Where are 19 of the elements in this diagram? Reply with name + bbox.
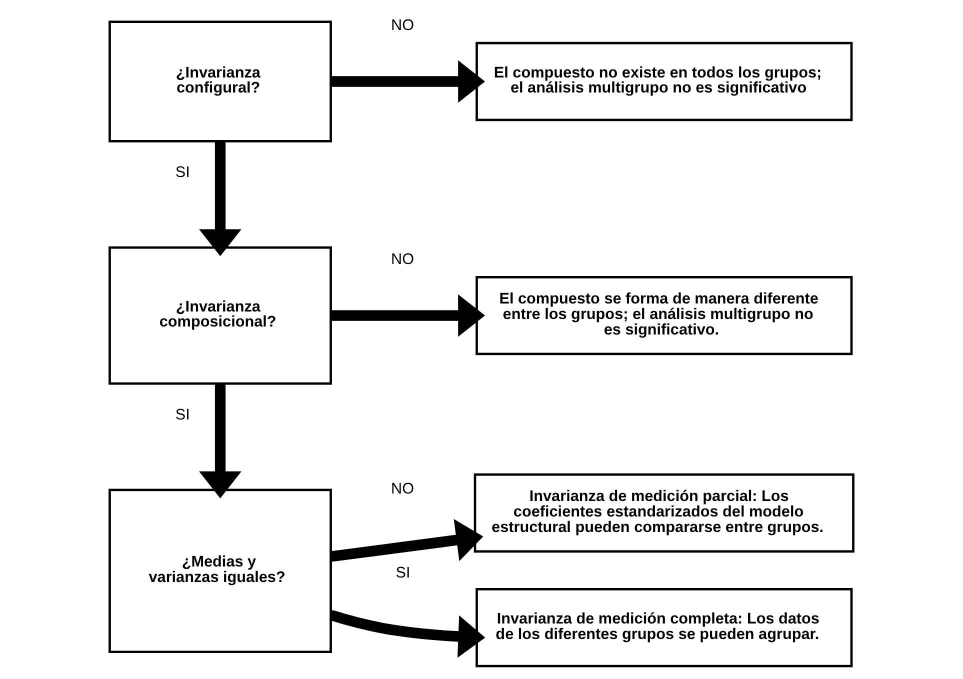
- arrow: [329, 610, 486, 658]
- node-box: Invarianza de medición completa: Los datos de los diferentes grupos se pueden agrupar.: [476, 588, 853, 668]
- node-box: ¿Invarianza composicional?: [108, 246, 332, 385]
- node-box: El compuesto no existe en todos los grupos; el análisis multigrupo no es significativo: [476, 42, 853, 122]
- edge-label: NO: [391, 16, 414, 34]
- arrow: [331, 294, 486, 337]
- arrow: [331, 60, 486, 103]
- edge-label: SI: [396, 564, 410, 582]
- edge-label: NO: [391, 251, 414, 268]
- arrow: [199, 141, 242, 256]
- edge-label: NO: [391, 480, 414, 498]
- node-box: Invarianza de medición parcial: Los coeficientes estandarizados del modelo estructural pueden compararse entre grupos.: [474, 473, 854, 553]
- arrow: [330, 519, 484, 562]
- arrow: [199, 384, 242, 498]
- edge-label: SI: [175, 164, 190, 182]
- node-box: ¿Medias y varianzas iguales?: [108, 488, 332, 654]
- node-box: El compuesto se forma de manera diferente entre los grupos; el análisis multigrupo no es significativo.: [476, 276, 853, 356]
- node-box: ¿Invarianza configural?: [108, 20, 332, 142]
- edge-label: SI: [175, 406, 190, 424]
